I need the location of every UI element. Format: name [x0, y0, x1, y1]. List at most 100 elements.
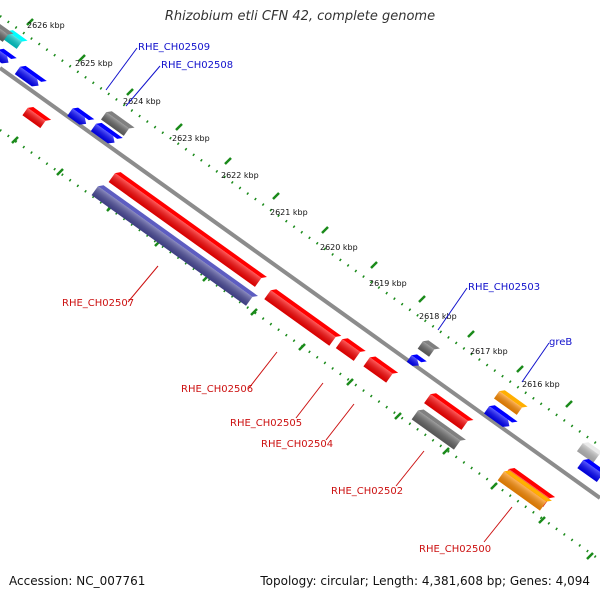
locus-label: RHE_CH02508: [161, 60, 233, 71]
inner-major-tick: [538, 516, 546, 524]
label-leader-line: [437, 287, 468, 331]
feature-shine: [335, 339, 361, 361]
locus-label: RHE_CH02509: [138, 42, 210, 53]
feature-top-face: [27, 107, 52, 121]
gene-label: RHE_CH02506: [181, 384, 253, 395]
outer-major-tick: [126, 88, 134, 96]
feature-shine: [67, 108, 87, 125]
feature-shine: [424, 394, 468, 430]
kbp-tick-label: 2621 kbp: [270, 208, 308, 217]
feature-top-face: [0, 48, 17, 60]
feature-top-face: [369, 356, 399, 374]
label-leader-line: [395, 450, 425, 487]
feature-top-face: [115, 172, 267, 278]
gene-label: RHE_CH02504: [261, 439, 333, 450]
kbp-tick-label: 2623 kbp: [172, 134, 210, 143]
feature-trna-a: [0, 48, 17, 64]
kbp-tick-label: 2616 kbp: [522, 380, 560, 389]
feature-top-face: [499, 390, 528, 408]
inner-major-tick: [250, 308, 258, 316]
inner-tick-ring: [0, 128, 600, 562]
label-leader-line: [325, 403, 355, 441]
outer-major-tick: [78, 54, 86, 62]
label-leader-line: [125, 65, 161, 107]
label-leader-line: [127, 265, 159, 303]
feature-pseudo-2503: [417, 340, 440, 357]
accession-text: Accession: NC_007761: [9, 574, 146, 588]
outer-major-tick: [565, 400, 573, 408]
label-leader-line: [295, 382, 324, 419]
gene-label: RHE_CH02500: [419, 544, 491, 555]
feature-trna-2508: [90, 122, 123, 144]
kbp-tick-label: 2624 kbp: [123, 97, 161, 106]
feature-shine: [411, 410, 461, 450]
outer-major-tick: [175, 123, 183, 131]
feature-shine: [0, 49, 9, 64]
outer-major-tick: [272, 192, 280, 200]
feature-top-face: [270, 289, 342, 337]
feature-top-face: [430, 393, 474, 421]
inner-major-tick: [346, 378, 354, 386]
feature-top-face: [0, 23, 14, 35]
feature-top-face: [583, 459, 600, 474]
feature-light-end: [576, 442, 600, 463]
feature-shine: [90, 123, 115, 144]
gene-features: [0, 23, 600, 511]
feature-shine: [406, 355, 419, 366]
kbp-tick-label: 2617 kbp: [470, 347, 508, 356]
inner-major-tick: [490, 482, 498, 490]
gene-label: RHE_CH02502: [331, 486, 403, 497]
feature-cds-2505: [264, 289, 342, 346]
gene-labels: RHE_CH02509RHE_CH02508RHE_CH02503greBRHE…: [62, 42, 572, 555]
feature-cds-2502: [424, 393, 474, 430]
label-leader-line: [105, 47, 138, 91]
outer-major-tick: [516, 365, 524, 373]
feature-pseudo-start: [0, 23, 14, 42]
feature-top-face: [508, 468, 556, 499]
feature-shine: [577, 459, 600, 483]
outer-major-tick: [370, 261, 378, 269]
kbp-tick-label: 2622 kbp: [221, 171, 259, 180]
genome-summary-text: Topology: circular; Length: 4,381,608 bp…: [260, 574, 590, 588]
feature-top-face: [504, 470, 552, 502]
kbp-tick-label: 2625 kbp: [75, 59, 113, 68]
feature-shine: [576, 443, 600, 463]
feature-top-face: [96, 122, 123, 139]
feature-top-face: [582, 442, 600, 455]
locus-label: greB: [549, 337, 572, 348]
feature-other-2500: [497, 470, 552, 511]
inner-major-tick: [11, 136, 19, 144]
feature-shine: [497, 471, 547, 511]
inner-major-tick: [442, 447, 450, 455]
map-title: Rhizobium etli CFN 42, complete genome: [164, 9, 436, 24]
feature-shine: [417, 341, 435, 357]
feature-top-face: [106, 111, 135, 129]
feature-trna-end: [577, 459, 600, 483]
outer-tick-ring: [0, 14, 600, 448]
outer-major-tick: [321, 226, 329, 234]
outer-major-tick: [26, 18, 34, 26]
kbp-tick-label: 2626 kbp: [27, 21, 65, 30]
outer-major-tick: [224, 157, 232, 165]
feature-cds-2504: [363, 356, 399, 383]
feature-top-face: [97, 185, 259, 297]
feature-top-face: [422, 340, 440, 350]
feature-shine: [0, 24, 8, 42]
feature-cds-small: [22, 107, 52, 129]
kbp-tick-label: 2619 kbp: [369, 279, 407, 288]
feature-shine: [91, 186, 253, 306]
feature-cds-2504a: [335, 338, 366, 361]
feature-trna-b: [14, 65, 47, 87]
feature-trna-2503: [406, 354, 427, 366]
feature-pseudo-2502: [411, 409, 466, 450]
feature-shine: [363, 357, 393, 383]
feature-trna-c: [67, 107, 95, 125]
gene-label: RHE_CH02507: [62, 298, 134, 309]
label-leader-line: [521, 342, 550, 383]
feature-shine: [493, 391, 523, 415]
kbp-tick-label: 2618 kbp: [419, 312, 457, 321]
feature-dark-2507: [91, 185, 259, 306]
feature-trna-greb: [483, 405, 518, 427]
